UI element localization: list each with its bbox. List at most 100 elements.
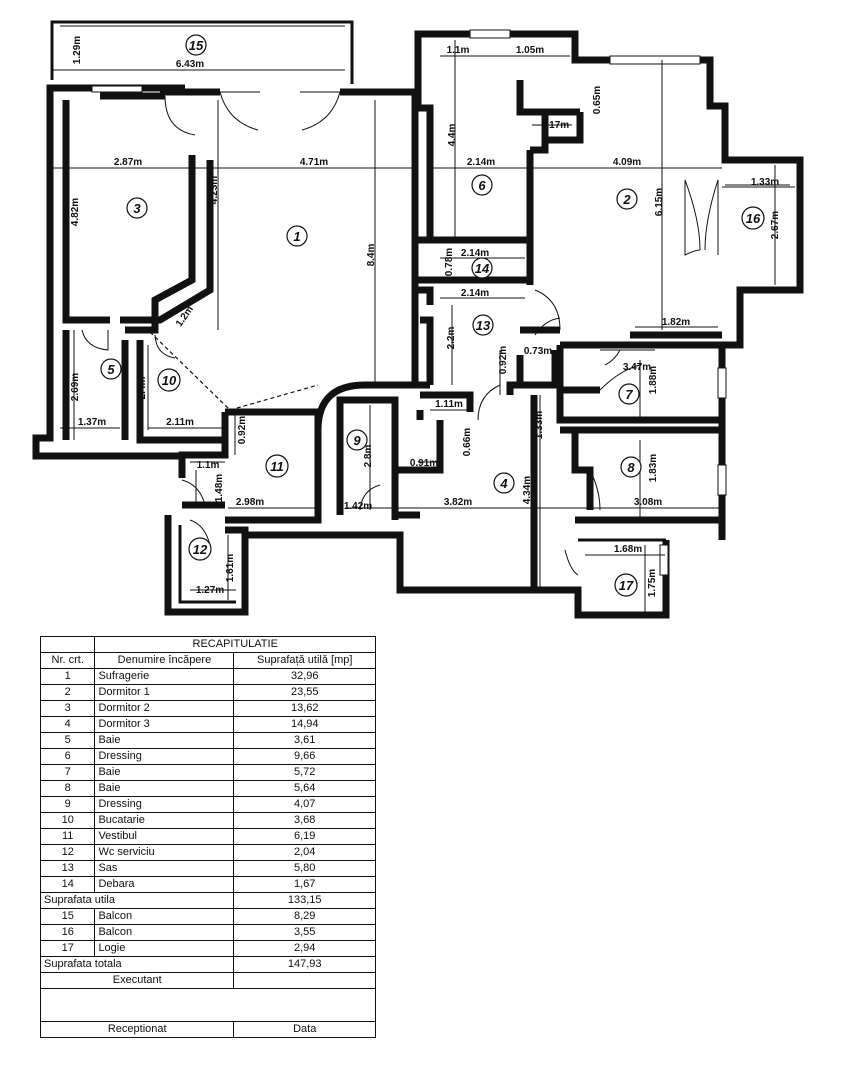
row-area: 13,62 bbox=[233, 700, 376, 717]
row-area: 3,61 bbox=[233, 732, 376, 749]
dim-label: 1.48m bbox=[214, 474, 225, 502]
svg-text:5: 5 bbox=[107, 362, 115, 377]
svg-text:4: 4 bbox=[499, 476, 508, 491]
dim-label: 6.43m bbox=[176, 59, 204, 70]
floor-plan: 15 3 1 6 2 16 14 13 5 10 7 9 11 8 4 12 1… bbox=[32, 20, 804, 619]
row-area: 14,94 bbox=[233, 716, 376, 733]
executant-row: Executant bbox=[39, 972, 376, 989]
walls bbox=[32, 20, 804, 619]
row-nr: 2 bbox=[39, 684, 96, 701]
row-name: Bucatarie bbox=[94, 812, 235, 829]
dim-label: 4.82m bbox=[70, 198, 81, 226]
row-name: Wc serviciu bbox=[94, 844, 235, 861]
kitchen-opening bbox=[149, 331, 231, 411]
receptionat-row: Receptionat Data bbox=[39, 1021, 376, 1038]
dimension-labels: 1.29m 6.43m 2.87m 4.71m 4.82m 4.23m 8.4m… bbox=[70, 36, 781, 597]
svg-text:7: 7 bbox=[625, 387, 633, 402]
dim-label: 8.4m bbox=[366, 243, 377, 266]
total-value: 147,93 bbox=[233, 956, 376, 973]
room-label-13: 13 bbox=[472, 314, 494, 336]
svg-text:3: 3 bbox=[133, 201, 141, 216]
svg-text:8: 8 bbox=[627, 460, 635, 475]
dim-label: 4.09m bbox=[613, 157, 641, 168]
row-nr: 12 bbox=[39, 844, 96, 861]
dim-label: 1.68m bbox=[614, 544, 642, 555]
table-title: RECAPITULATIE bbox=[94, 636, 376, 653]
signature-cell bbox=[40, 988, 376, 1022]
row-name: Debara bbox=[94, 876, 235, 893]
dim-label: 2.8m bbox=[363, 444, 374, 467]
signature-row bbox=[40, 988, 376, 1022]
room-label-16: 16 bbox=[741, 206, 765, 230]
dim-label: 1.1m bbox=[197, 460, 220, 471]
row-nr: 10 bbox=[39, 812, 96, 829]
dim-label: 1.88m bbox=[648, 366, 659, 394]
row-area: 1,67 bbox=[233, 876, 376, 893]
total-row: Suprafata totala 147,93 bbox=[39, 956, 376, 973]
row-area: 2,94 bbox=[233, 940, 376, 957]
executant-label: Executant bbox=[39, 972, 235, 989]
subtotal-label: Suprafata utila bbox=[39, 892, 235, 909]
dim-label: 4.4m bbox=[447, 123, 458, 146]
svg-text:10: 10 bbox=[162, 373, 177, 388]
row-area: 32,96 bbox=[233, 668, 376, 685]
dim-label: 0.73m bbox=[524, 346, 552, 357]
row-nr: 6 bbox=[39, 748, 96, 765]
dim-label: 2.14m bbox=[461, 248, 489, 259]
dim-label: 6.15m bbox=[654, 188, 665, 216]
row-area: 3,55 bbox=[233, 924, 376, 941]
row-name: Logie bbox=[94, 940, 235, 957]
row-area: 6,19 bbox=[233, 828, 376, 845]
row-name: Dressing bbox=[94, 748, 235, 765]
dim-label: 2.98m bbox=[236, 497, 264, 508]
dim-label: 3.08m bbox=[634, 497, 662, 508]
svg-text:11: 11 bbox=[270, 459, 284, 474]
room-label-15: 15 bbox=[185, 34, 207, 56]
dim-label: 1.37m bbox=[78, 417, 106, 428]
svg-text:1: 1 bbox=[293, 229, 300, 244]
row-area: 4,07 bbox=[233, 796, 376, 813]
row-nr: 13 bbox=[39, 860, 96, 877]
header-nr: Nr. crt. bbox=[39, 652, 96, 669]
room-label-5: 5 bbox=[100, 358, 122, 380]
dim-label: 0.66m bbox=[462, 428, 473, 456]
table-header-row: Nr. crt. Denumire încăpere Suprafață uti… bbox=[39, 652, 376, 669]
table-title-spacer bbox=[39, 636, 96, 653]
room-label-4: 4 bbox=[493, 472, 515, 494]
room-label-10: 10 bbox=[157, 368, 181, 392]
row-nr: 14 bbox=[39, 876, 96, 893]
table-title-row: RECAPITULATIE bbox=[39, 636, 376, 653]
total-label: Suprafata totala bbox=[39, 956, 235, 973]
recapitulation-table: RECAPITULATIE Nr. crt. Denumire încăpere… bbox=[39, 636, 376, 1038]
room-label-6: 6 bbox=[471, 174, 493, 196]
room-label-9: 9 bbox=[346, 429, 368, 451]
dim-label: 3.82m bbox=[444, 497, 472, 508]
dim-label: 0.65m bbox=[592, 86, 603, 114]
dim-label: 1.33m bbox=[534, 411, 545, 439]
dim-label: 0.78m bbox=[444, 248, 455, 276]
doors bbox=[81, 91, 719, 576]
room-label-12: 12 bbox=[188, 537, 212, 561]
dim-label: 1.83m bbox=[648, 454, 659, 482]
receptionat-label: Receptionat bbox=[39, 1021, 235, 1038]
windows bbox=[91, 29, 727, 576]
row-nr: 7 bbox=[39, 764, 96, 781]
dim-label: 2.14m bbox=[467, 157, 495, 168]
dim-label: 2.4m bbox=[137, 376, 148, 399]
executant-value bbox=[233, 972, 376, 989]
dim-label: 1.05m bbox=[516, 45, 544, 56]
row-name: Vestibul bbox=[94, 828, 235, 845]
row-nr: 9 bbox=[39, 796, 96, 813]
svg-text:9: 9 bbox=[353, 433, 361, 448]
